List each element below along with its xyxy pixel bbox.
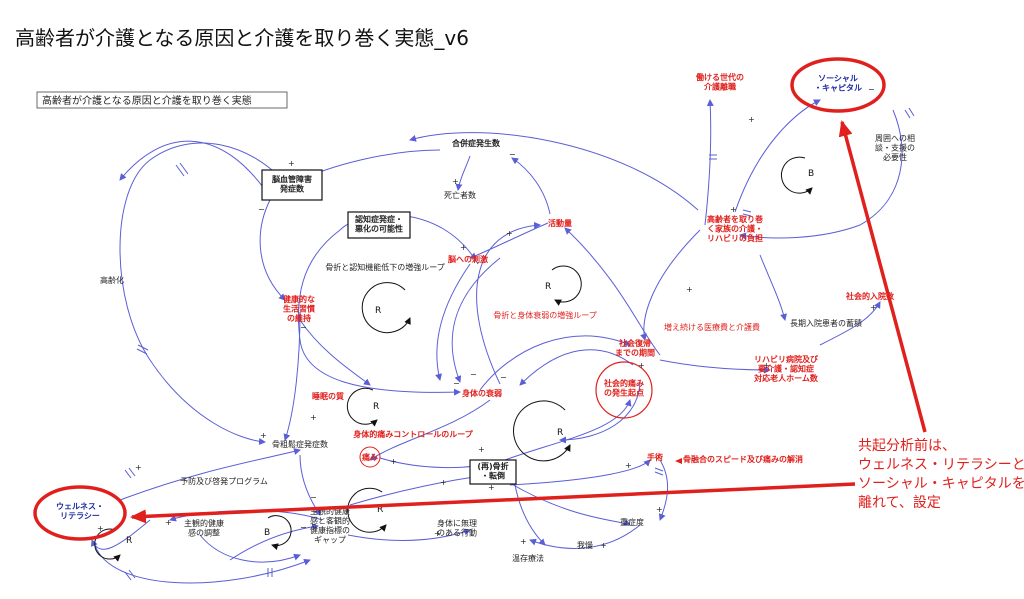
loop-r4-label: R [557, 428, 563, 438]
node-prevention: 予防及び啓発プログラム [180, 476, 268, 486]
node-fracture-loop: 骨折と認知機能低下の増強ループ [325, 262, 445, 272]
node-aging: 高齢化 [100, 275, 124, 285]
node-consult: 周囲への相談・支援の必要性 [875, 133, 915, 162]
polarity-sign: + [625, 461, 632, 470]
node-time-to-return: 社会復帰までの期間 [615, 338, 655, 358]
annotation-text: 共起分析前は、ウェルネス・リテラシーとソーシャル・キャピタルを離れて、設定 [858, 437, 1024, 511]
node-social-hosp: 社会的入院数 [845, 291, 895, 301]
polarity-sign: + [488, 483, 495, 492]
node-complication: 合併症発生数 [451, 138, 501, 148]
polarity-sign: + [390, 457, 397, 466]
polarity-sign: − [453, 379, 460, 388]
polarity-sign: + [478, 445, 485, 454]
node-endure: 我慢 [577, 540, 593, 550]
loop-r3-label: R [373, 402, 379, 412]
causal-links [90, 99, 903, 584]
polarity-sign: + [288, 159, 295, 168]
polarity-sign: − [509, 150, 516, 159]
polarity-sign: + [506, 229, 513, 238]
polarity-sign: + [434, 529, 441, 538]
node-rising-cost: 増え続ける医療費と介護費 [664, 322, 760, 332]
loop-marker-labels: R R R R B B R R [126, 169, 814, 546]
polarity-sign: + [656, 505, 663, 514]
loop-markers [94, 156, 813, 562]
polarity-sign: + [165, 518, 172, 527]
polarity-sign: − [310, 493, 317, 502]
polarity-sign: + [748, 115, 755, 124]
node-sleep: 睡眠の質 [312, 391, 344, 401]
node-conservative: 温存療法 [512, 553, 544, 563]
refracture-box [469, 459, 517, 485]
node-subj-gap: 主観的健康感と客観的健康指標のギャップ [310, 506, 350, 545]
node-pain-control-loop: 身体的痛みコントロールのループ [353, 429, 474, 439]
node-dementia: 認知症発症・悪化の可能性 [355, 214, 403, 234]
bone-speed-pointer-icon [675, 458, 682, 464]
polarity-sign: + [440, 478, 447, 487]
node-bone-speed: 骨融合のスピード及び痛みの解消 [683, 454, 803, 464]
page-title: 高齢者が介護となる原因と介護を取り巻く実態_v6 [15, 26, 469, 50]
node-activity: 活動量 [548, 218, 572, 228]
node-body-weak: 身体の衰弱 [462, 388, 502, 398]
node-subj-adjust: 主観的健康感の調整 [184, 518, 224, 538]
polarity-sign: + [763, 361, 770, 370]
polarity-sign: + [310, 413, 317, 422]
polarity-sign: + [460, 243, 467, 252]
node-deaths: 死亡者数 [444, 190, 476, 200]
node-wellness: ウェルネス・リテラシー [56, 501, 104, 521]
node-pain-origin: 社会的痛みの発生起点 [603, 378, 644, 398]
loop-r6-label: R [126, 536, 132, 546]
loop-r2-label: R [545, 282, 551, 292]
loop-r5-label: R [377, 505, 383, 515]
pain-origin-circle [595, 361, 653, 419]
polarity-signs: + + − − + + − − − + + + + − + + + − + + … [97, 85, 877, 550]
annotation-arrow-to-wellness [130, 482, 856, 524]
node-refracture: (再)骨折・転倒 [477, 461, 508, 481]
polarity-sign: + [452, 177, 459, 186]
node-working-gen: 働ける世代の介護離職 [695, 72, 744, 92]
dementia-box [347, 211, 411, 239]
polarity-sign: + [135, 463, 142, 472]
loop-b2-label: B [264, 528, 270, 538]
wellness-highlight-ellipse [33, 485, 127, 541]
polarity-sign: − [300, 323, 307, 332]
node-fracture-body-loop: 骨折と身体衰弱の増強ループ [493, 310, 597, 320]
polarity-sign: − [470, 370, 477, 379]
polarity-sign: + [638, 361, 645, 370]
polarity-sign: − [258, 205, 265, 214]
node-rehab: リハビリ病院及び要介護・認知症対応老人ホーム数 [753, 354, 819, 383]
delay-marks [124, 107, 915, 581]
cerebro-box [261, 169, 323, 201]
polarity-sign: + [600, 541, 607, 550]
polarity-sign: − [500, 373, 507, 382]
polarity-sign: + [686, 285, 693, 294]
node-healthy-life: 健康的な生活習慣の維持 [283, 294, 315, 323]
inner-title: 高齢者が介護となる原因と介護を取り巻く実態 [42, 94, 252, 107]
node-severity: 重症度 [620, 517, 644, 527]
polarity-sign: + [97, 524, 104, 533]
polarity-sign: + [870, 303, 877, 312]
node-pain: 痛み [361, 452, 378, 462]
node-osteo: 骨粗鬆症発症数 [272, 439, 328, 449]
polarity-sign: − [868, 85, 875, 94]
node-cerebro: 脳血管障害発症数 [271, 174, 312, 194]
inner-title-frame [36, 91, 288, 109]
polarity-sign: + [520, 537, 527, 546]
node-long-term: 長期入院患者の蓄積 [790, 318, 862, 328]
polarity-sign: − [300, 523, 307, 532]
loop-r1-label: R [375, 306, 381, 316]
social-capital-highlight-ellipse [790, 57, 886, 113]
pain-circle [359, 446, 381, 468]
node-family-burden: 高齢者を取り巻く家族の介護・リハビリの負担 [707, 214, 763, 243]
polarity-sign: + [260, 431, 267, 440]
node-brain-stim: 脳への刺激 [447, 254, 488, 264]
node-surgery: 手術 [647, 452, 663, 462]
annotation-arrow-to-social-capital [838, 120, 927, 433]
node-social-capital: ソーシャル・キャピタル [814, 74, 862, 93]
loop-b1-label: B [808, 169, 814, 179]
polarity-sign: + [730, 205, 737, 214]
node-reckless: 身体に無理のある行動 [437, 518, 477, 538]
node-labels: 脳血管障害発症数 合併症発生数 死亡者数 認知症発症・悪化の可能性 脳への刺激 … [56, 72, 915, 563]
